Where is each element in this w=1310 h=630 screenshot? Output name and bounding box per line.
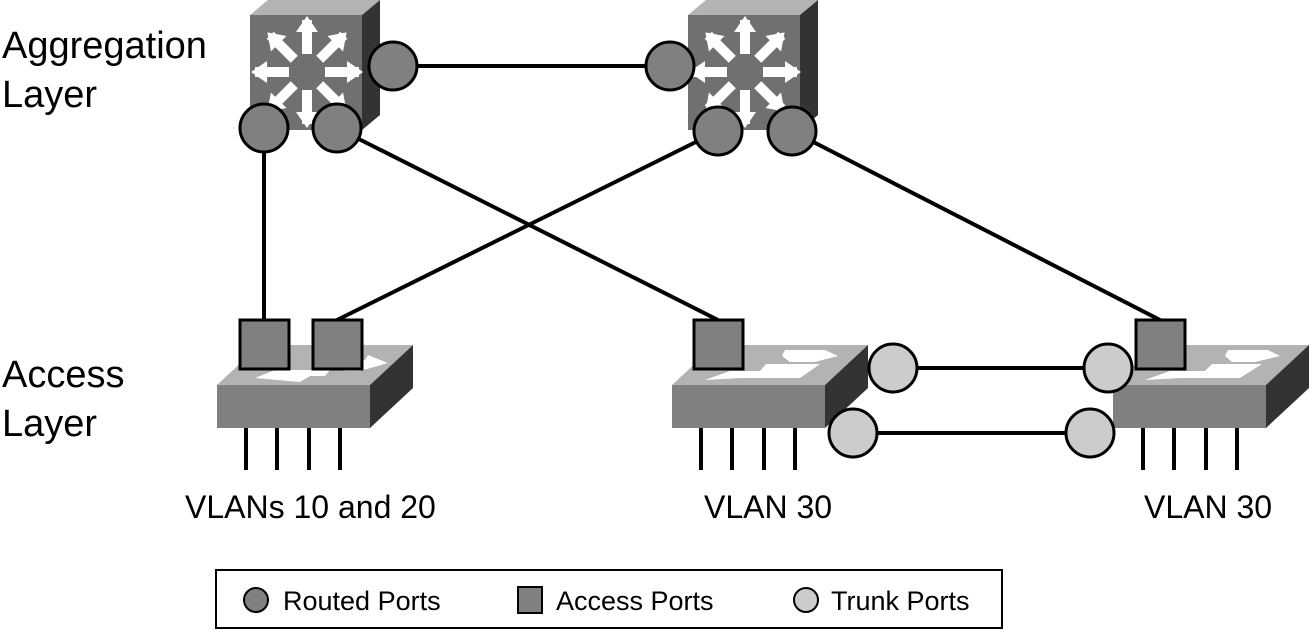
legend-trunk-label: Trunk Ports — [831, 586, 970, 616]
routed-port — [692, 105, 744, 157]
vlan-label-left: VLANs 10 and 20 — [185, 489, 436, 525]
routed-port — [766, 105, 818, 157]
access-port — [1134, 318, 1187, 371]
routed-port — [238, 102, 290, 154]
legend-access-label: Access Ports — [556, 586, 714, 616]
routed-port — [644, 40, 696, 92]
trunk-port — [1064, 407, 1116, 459]
trunk-port — [867, 342, 919, 394]
links — [262, 64, 1161, 435]
switch-arrows-icon — [705, 350, 838, 380]
legend-trunk-icon — [793, 587, 819, 613]
aggregation-layer-label-2: Layer — [2, 74, 97, 116]
access-layer-label-2: Layer — [2, 403, 97, 445]
access-port — [311, 318, 364, 371]
aggregation-layer-label-1: Aggregation — [2, 25, 207, 67]
link-agg2-acc1 — [336, 129, 719, 322]
trunk-port — [1082, 342, 1134, 394]
access-port — [692, 318, 745, 371]
access-layer-label-1: Access — [2, 354, 124, 396]
link-agg2-acc3 — [791, 129, 1161, 322]
vlan-label-right: VLAN 30 — [1144, 489, 1272, 525]
legend: Routed Ports Access Ports Trunk Ports — [215, 569, 1003, 629]
legend-routed-icon — [243, 587, 269, 613]
legend-routed-label: Routed Ports — [283, 586, 441, 616]
access-port — [238, 318, 291, 371]
switch-arrows-icon — [1145, 350, 1280, 380]
trunk-port — [827, 407, 879, 459]
legend-access-icon — [517, 586, 543, 614]
routed-port — [311, 102, 363, 154]
vlan-label-middle: VLAN 30 — [704, 489, 832, 525]
routed-port — [367, 40, 419, 92]
